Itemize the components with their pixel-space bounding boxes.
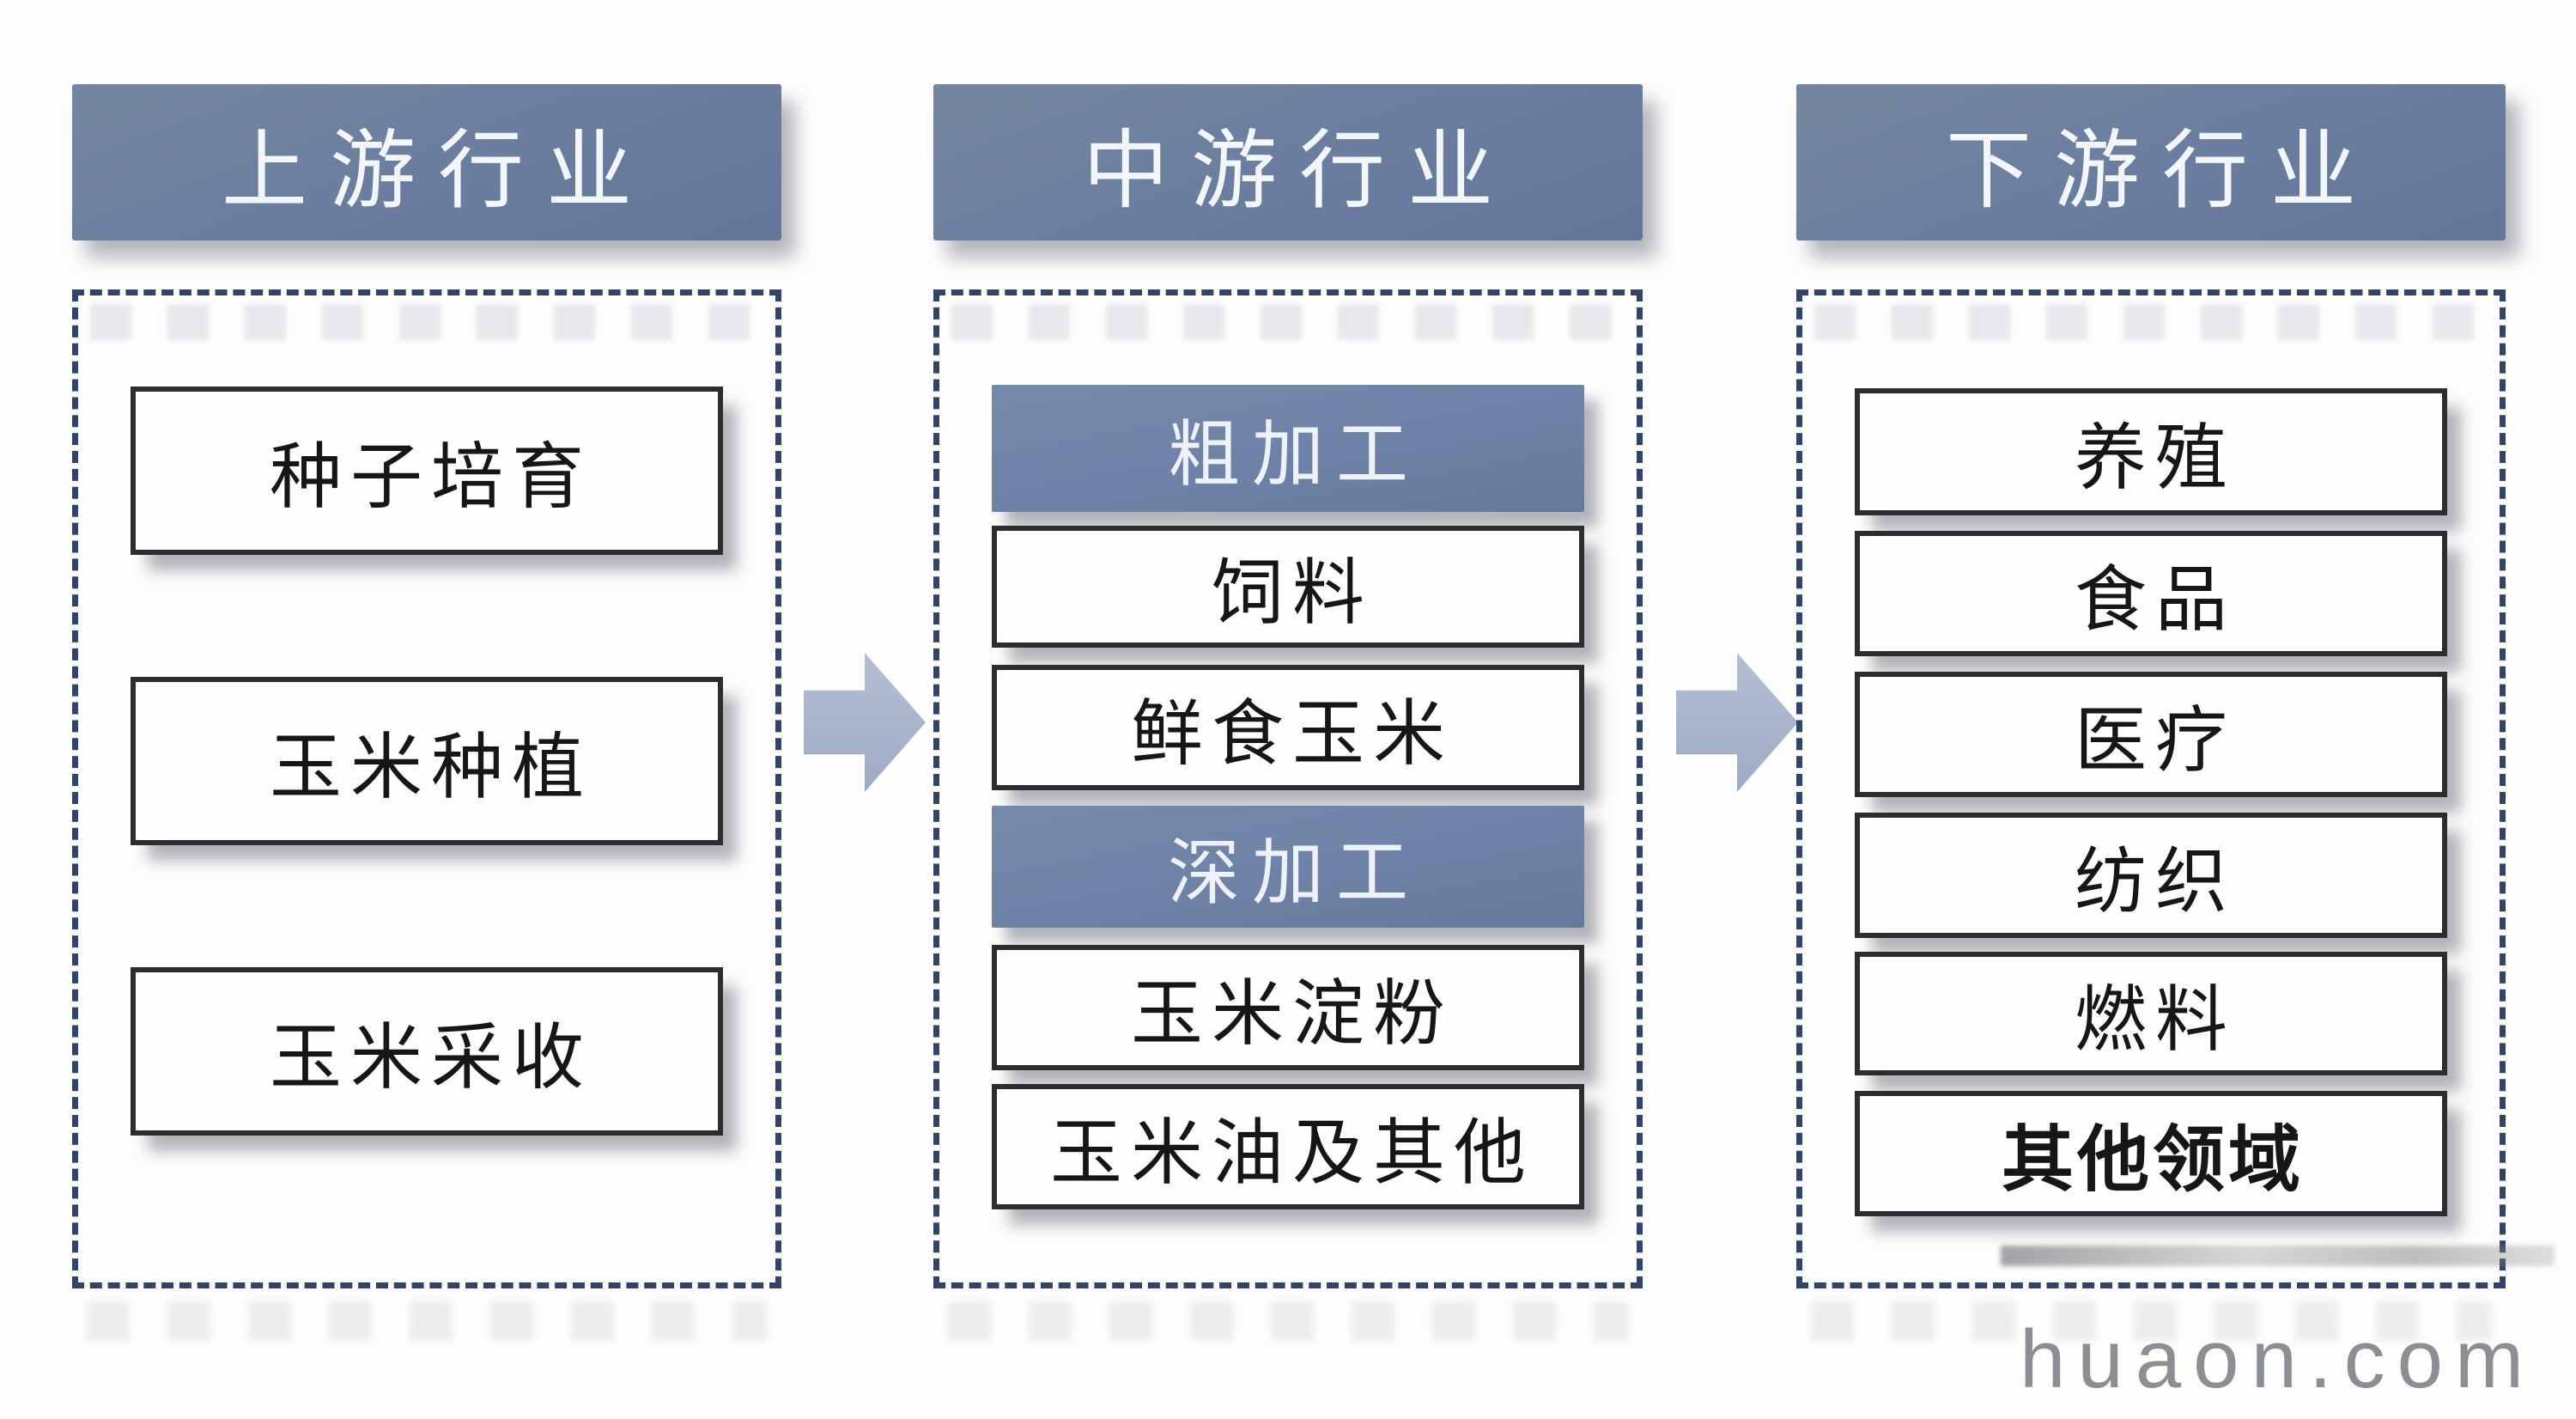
- box-seed-breeding-label: 种子培育: [269, 437, 592, 518]
- box-fuel: 燃料: [1855, 952, 2447, 1075]
- box-corn-oil-and-others-label: 玉米油及其他: [1049, 1113, 1534, 1194]
- subheader-deep-processing-label: 深加工: [1167, 833, 1420, 914]
- upstream-header: 上游行业: [72, 84, 781, 241]
- downstream-panel: [1796, 289, 2506, 1288]
- downstream-header: 下游行业: [1796, 84, 2506, 241]
- box-breeding-label: 养殖: [2074, 418, 2236, 499]
- box-corn-harvest: 玉米采收: [131, 967, 723, 1136]
- box-seed-breeding: 种子培育: [131, 387, 723, 555]
- watermark-smudge: [2001, 1245, 2555, 1266]
- midstream-header: 中游行业: [933, 84, 1643, 241]
- box-other-fields: 其他领域: [1855, 1091, 2447, 1216]
- subheader-rough-processing-label: 粗加工: [1167, 415, 1420, 496]
- upstream-panel: [72, 289, 781, 1288]
- box-corn-starch: 玉米淀粉: [992, 945, 1584, 1070]
- box-textile: 纺织: [1855, 813, 2447, 938]
- box-corn-planting: 玉米种植: [131, 677, 723, 845]
- box-breeding: 养殖: [1855, 388, 2447, 515]
- box-medical-label: 医疗: [2074, 701, 2236, 782]
- box-corn-planting-label: 玉米种植: [269, 728, 592, 808]
- subheader-deep-processing: 深加工: [992, 806, 1584, 928]
- box-food-label: 食品: [2074, 560, 2236, 641]
- watermark-text: huaon.com: [2020, 1313, 2536, 1405]
- subheader-rough-processing: 粗加工: [992, 385, 1584, 512]
- box-other-fields-label: 其他领域: [2001, 1120, 2304, 1201]
- box-corn-starch-label: 玉米淀粉: [1130, 974, 1454, 1055]
- box-fresh-corn: 鲜食玉米: [992, 665, 1584, 790]
- midstream-header-label: 中游行业: [1083, 123, 1516, 219]
- box-corn-harvest-label: 玉米采收: [269, 1018, 592, 1099]
- box-textile-label: 纺织: [2074, 842, 2236, 923]
- box-corn-oil-and-others: 玉米油及其他: [992, 1084, 1584, 1209]
- box-food: 食品: [1855, 531, 2447, 656]
- downstream-header-label: 下游行业: [1946, 123, 2379, 219]
- upstream-to-midstream-arrow-icon: [804, 653, 926, 792]
- upstream-header-label: 上游行业: [222, 123, 654, 219]
- box-medical: 医疗: [1855, 672, 2447, 797]
- box-fuel-label: 燃料: [2074, 980, 2236, 1061]
- midstream-panel: [933, 289, 1643, 1288]
- box-fresh-corn-label: 鲜食玉米: [1130, 694, 1454, 775]
- box-feed-label: 饲料: [1211, 553, 1373, 634]
- box-feed: 饲料: [992, 526, 1584, 648]
- midstream-to-downstream-arrow-icon: [1676, 653, 1798, 792]
